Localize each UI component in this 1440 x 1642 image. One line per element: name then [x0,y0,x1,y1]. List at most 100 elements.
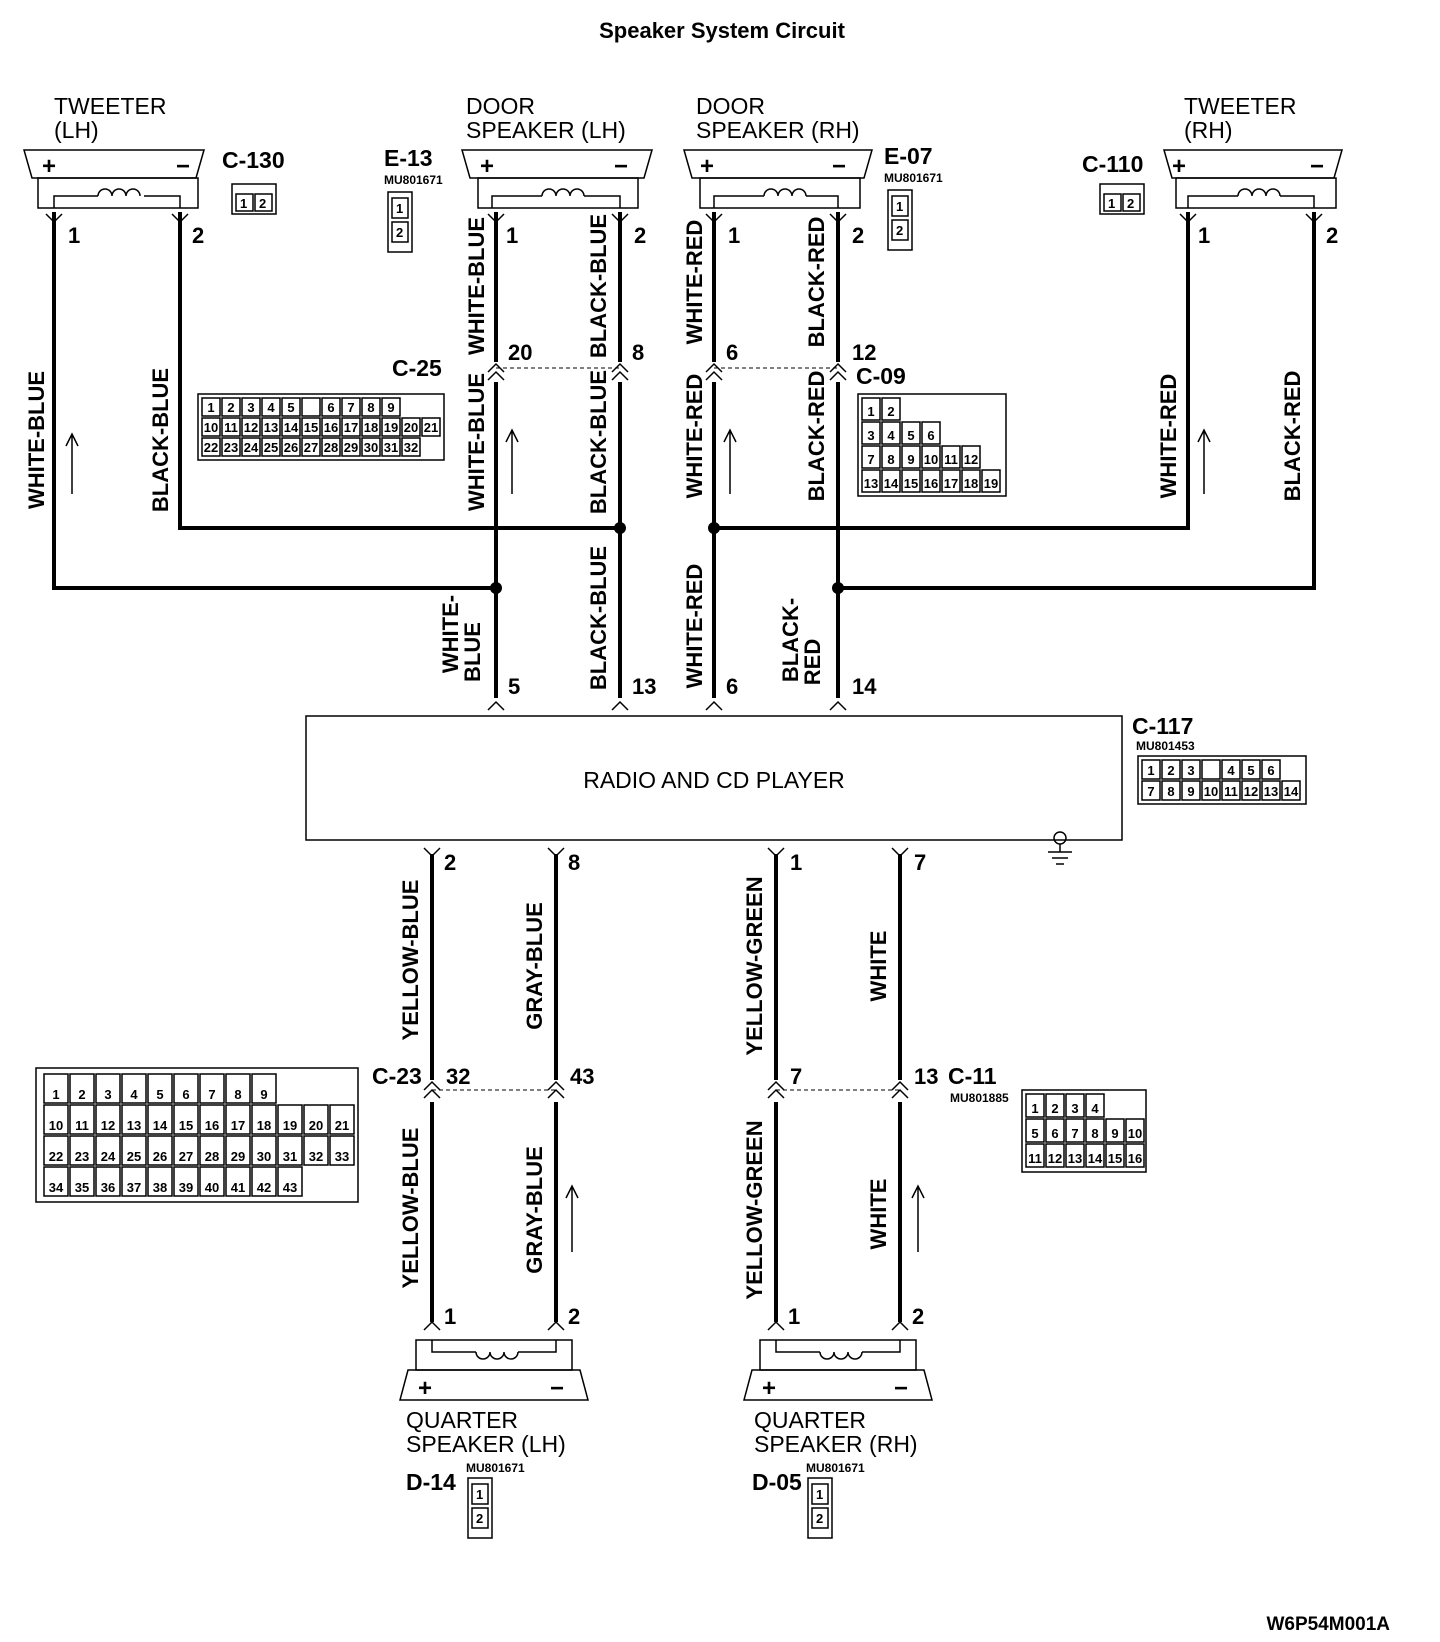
c23-cavity [121,1135,147,1166]
c23-cavity-label: 7 [208,1087,215,1102]
quarter-lh-name-1: QUARTER [406,1407,518,1433]
c25-cavity [261,437,281,457]
c25-cavity [361,417,381,437]
c25-cavity [301,437,321,457]
c117-cavity [1281,780,1301,801]
c117-cavity [1141,780,1161,801]
c25-cavity-label: 14 [284,420,299,435]
c23-cavity [95,1104,121,1135]
door-lh-name-2: SPEAKER (LH) [466,117,626,143]
radio-top-pin: 13 [632,674,656,699]
c25-cavity [261,397,281,417]
c25-cavity-label: 13 [264,420,278,435]
c23-cavity-label: 16 [205,1118,219,1133]
splice-point [832,582,844,594]
c09-cavity [881,397,901,421]
c25-cavity [381,437,401,457]
wire-label: BLACK-RED [1280,371,1305,502]
c117-cavity-label: 5 [1247,763,1254,778]
c23-cavity-label: 21 [335,1118,349,1133]
c11-pin-a: 7 [790,1064,802,1089]
tweeter-rh-name-1: TWEETER [1184,93,1296,119]
c11-cavity [1065,1143,1085,1168]
c23-cavity [277,1135,303,1166]
c11-cavity-label: 7 [1071,1126,1078,1141]
c11-cavity [1065,1118,1085,1143]
c117-cavity [1161,759,1181,780]
c25-cavity-label: 18 [364,420,378,435]
c09-cavity-label: 8 [887,452,894,467]
door-lh-part: MU801671 [384,173,443,187]
door-rh-conn-pin-2: 2 [896,223,903,238]
c117-cavity [1241,780,1261,801]
c23-cavity-label: 29 [231,1149,245,1164]
coil-icon [475,1351,519,1360]
c117-cavity-label: 4 [1227,763,1235,778]
c23-cavity-label: 33 [335,1149,349,1164]
c23-cavity-label: 32 [309,1149,323,1164]
c11-cavity [1045,1118,1065,1143]
c117-cavity-label: 10 [1204,784,1218,799]
door-lh-conn-pin-2: 2 [396,225,403,240]
c23-cavity [173,1073,199,1104]
c25-cavity [201,417,221,437]
c11-cavity-label: 9 [1111,1126,1118,1141]
tweeter-lh-connector: C-130 [222,147,285,173]
c11-cavity [1105,1143,1125,1168]
c23-cavity [303,1104,329,1135]
c11-cavity-label: 16 [1128,1151,1142,1166]
c25-cavity [381,397,401,417]
c09-cavity-label: 18 [964,476,978,491]
c25-pin-a: 20 [508,340,532,365]
c23-cavity [43,1135,69,1166]
diagram-title: Speaker System Circuit [599,18,845,43]
c11-cavity [1025,1118,1045,1143]
tweeter-rh-pin-2: 2 [1326,223,1338,248]
quarter-rh-minus: − [894,1375,908,1402]
c23-cavity [147,1073,173,1104]
wire-label: BLACK-BLUE [148,368,173,512]
c09-cavity [921,421,941,445]
c23-cavity-label: 14 [153,1118,168,1133]
coil-icon [763,188,807,197]
wire-label: WHITE-RED [682,564,707,689]
door-rh-pin-2: 2 [852,223,864,248]
wire-label: GRAY-BLUE [522,1146,547,1274]
tweeter-lh-pin-1: 1 [68,223,80,248]
c25-cavity [281,437,301,457]
c23-cavity-label: 19 [283,1118,297,1133]
c23-cavity-label: 31 [283,1149,297,1164]
coil-icon [541,188,585,197]
door-rh-part: MU801671 [884,171,943,185]
radio-bottom-pin: 7 [914,850,926,875]
c25-cavity-label: 32 [404,440,418,455]
door-lh-pin-1: 1 [506,223,518,248]
c11-cavity [1025,1093,1045,1118]
radio-cd-player: RADIO AND CD PLAYER 5 13 6 14 2 8 1 7 C-… [305,674,1307,875]
c25-cavity [221,437,241,457]
c11-cavity [1045,1093,1065,1118]
wire-label: GRAY-BLUE [522,902,547,1030]
c23-cavity [173,1166,199,1197]
c23-cavity-label: 18 [257,1118,271,1133]
c11-cavity-label: 11 [1028,1151,1042,1166]
tweeter-lh-minus: − [176,153,190,180]
c11-cavity-label: 6 [1051,1126,1058,1141]
c25-cavity [221,397,241,417]
c25-cavity [381,417,401,437]
c23-cavity-label: 25 [127,1149,141,1164]
c117-cavity-label: 3 [1187,763,1194,778]
coil-icon [1237,188,1281,197]
wire-label: BLACK- [778,598,803,682]
door-lh-plus: + [480,153,494,180]
c25-cavity-label: 16 [324,420,338,435]
c11-cavity [1085,1093,1105,1118]
c117-cavity [1221,759,1241,780]
c11-cavity [1125,1118,1145,1143]
splice-point [490,582,502,594]
c23-cavity [303,1135,329,1166]
c25-cavity [341,437,361,457]
c23-cavity [225,1166,251,1197]
c09-cavity-label: 3 [867,428,874,443]
c25-cavity-label: 9 [387,400,394,415]
